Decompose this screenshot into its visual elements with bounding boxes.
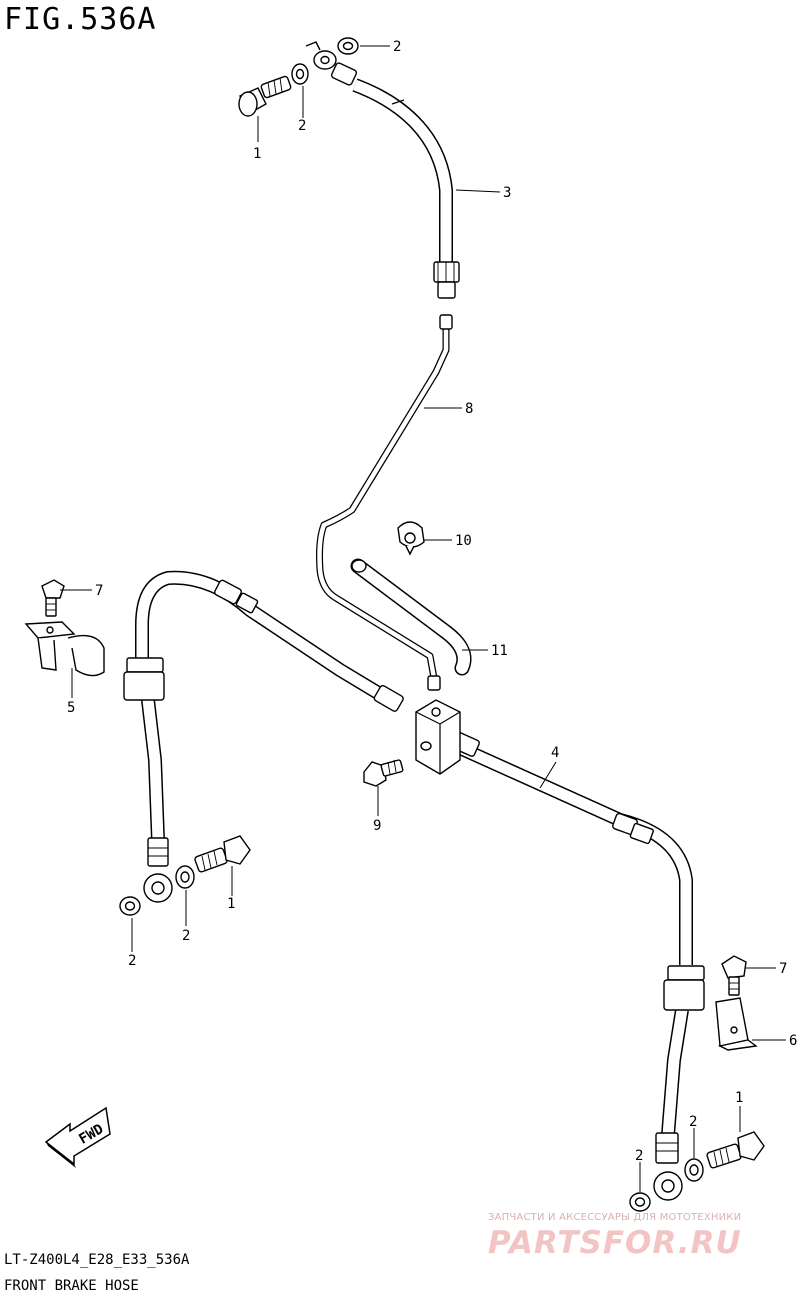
part-7-bolt-right[interactable] [721,955,747,996]
part-2-washer-top-left[interactable] [291,63,309,85]
part-10-clamp[interactable] [397,521,425,556]
part-1-union-bolt-right[interactable] [706,1131,765,1169]
callout-2-top-right: 2 [393,39,401,55]
part-1-union-bolt-left[interactable] [194,835,251,873]
callout-4: 4 [551,745,559,761]
part-6-bracket-right[interactable] [715,997,758,1051]
part-9-bolt[interactable] [363,759,404,787]
callout-2-right-b: 2 [635,1148,643,1164]
part-11-protector-tube[interactable] [350,558,472,676]
leader-lines [60,45,786,1192]
callout-3: 3 [503,185,511,201]
junction-block[interactable] [415,699,461,775]
callout-2-left-b: 2 [128,953,136,969]
part-2-washer-left-b[interactable] [119,896,141,916]
figure-name: FRONT BRAKE HOSE [4,1278,139,1294]
callout-5: 5 [67,700,75,716]
callout-7-left: 7 [95,583,103,599]
part-2-washer-right-a[interactable] [684,1158,704,1182]
part-2-washer-right-b[interactable] [629,1192,651,1212]
callout-11: 11 [491,643,508,659]
callout-8: 8 [465,401,473,417]
callout-7-right: 7 [779,961,787,977]
model-code: LT-Z400L4_E28_E33_536A [4,1252,190,1268]
fwd-arrow-icon: FWD [44,1106,111,1168]
callout-2-top-left: 2 [298,118,306,134]
part-4-main-hose[interactable] [123,570,705,1201]
callout-6: 6 [789,1033,797,1049]
watermark-tagline: ЗАПЧАСТИ И АКСЕССУАРЫ ДЛЯ МОТОТЕХНИКИ [488,1212,742,1223]
part-2-washer-left-a[interactable] [175,865,195,889]
figure-title: FIG.536A [4,2,157,37]
callout-1-right: 1 [735,1090,743,1106]
callout-labels: 1 2 2 3 8 10 11 7 5 4 9 1 2 2 7 6 1 2 2 [67,39,797,1164]
part-1-union-bolt-top[interactable] [238,75,292,117]
watermark-logo: PARTSFOR.RU [488,1225,742,1261]
callout-1-top: 1 [253,146,261,162]
callout-10: 10 [455,533,472,549]
part-8-brake-pipe[interactable] [316,314,453,691]
callout-9: 9 [373,818,381,834]
part-3-upper-hose[interactable] [305,41,460,299]
part-2-washer-top-right[interactable] [337,37,359,55]
callout-2-right-a: 2 [689,1114,697,1130]
part-7-bolt-left[interactable] [41,579,65,617]
callout-1-left: 1 [227,896,235,912]
callout-2-left-a: 2 [182,928,190,944]
part-5-bracket-left[interactable] [24,621,105,677]
